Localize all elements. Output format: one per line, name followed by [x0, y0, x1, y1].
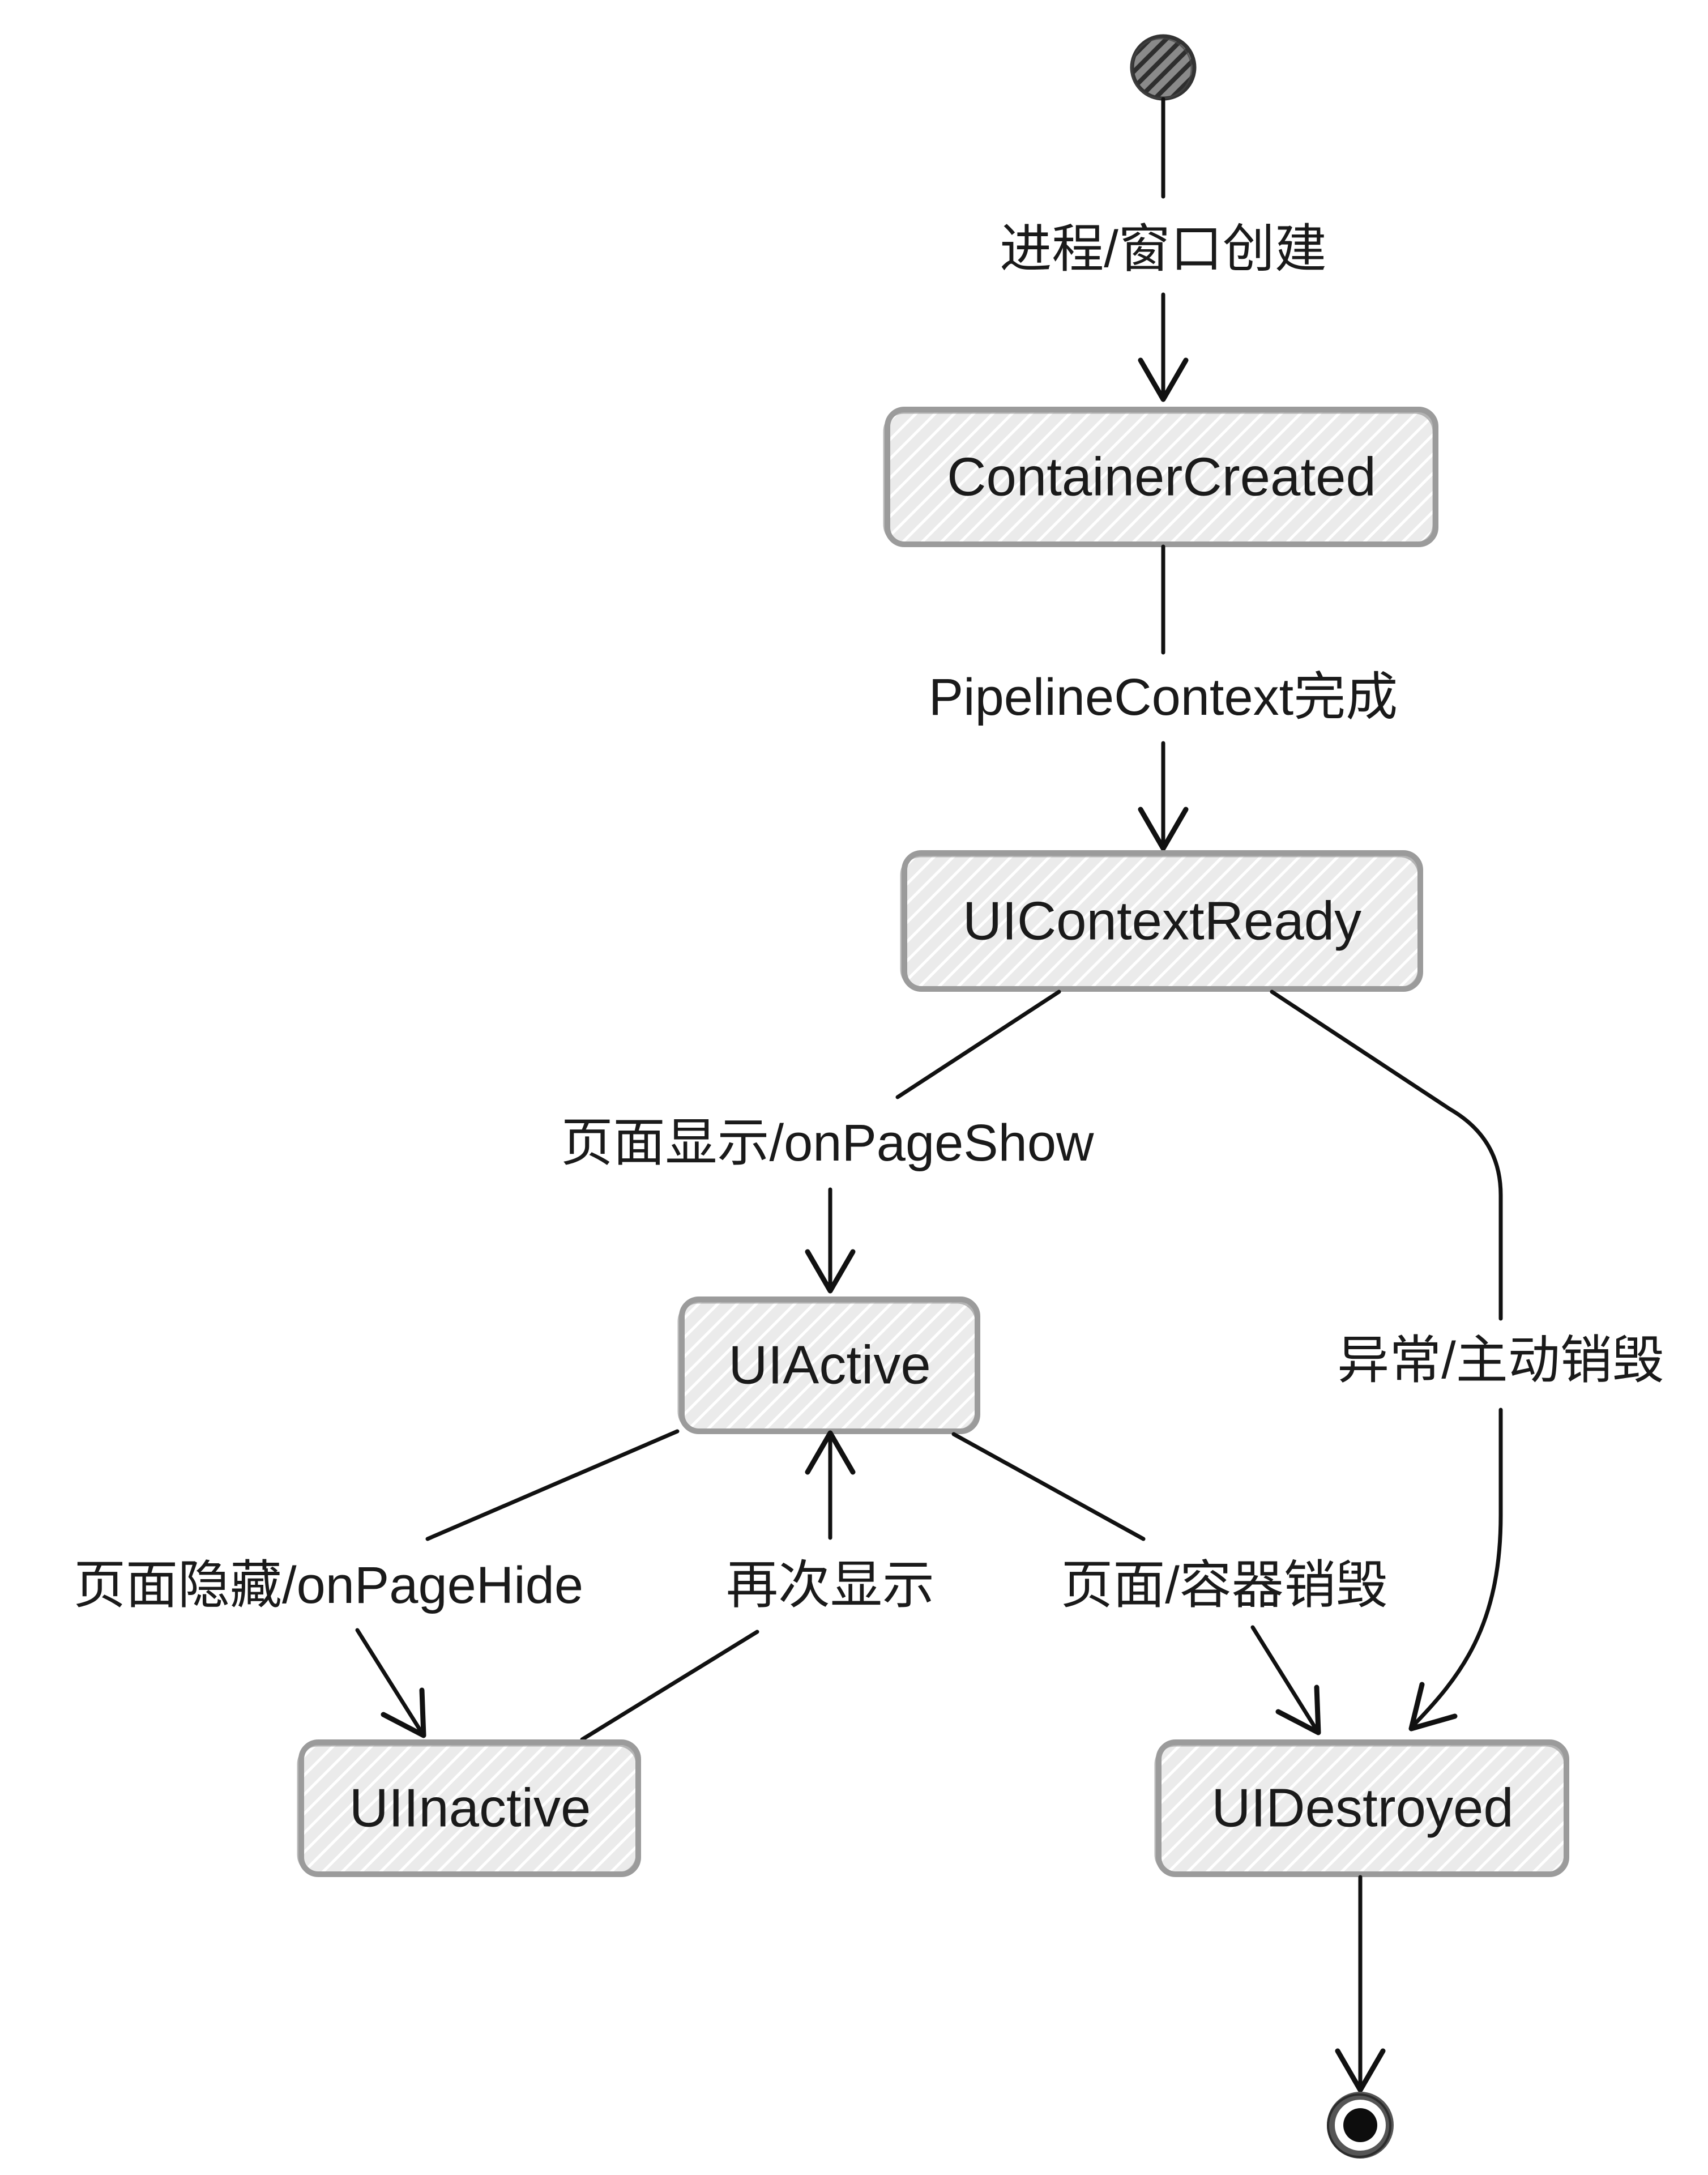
arrowhead [1335, 2048, 1386, 2093]
state-label: UIDestroyed [1211, 1778, 1514, 1839]
transition-line-abnormal-destroy [1270, 990, 1503, 1321]
transition-label-page-hide: 页面隐藏/onPageHide [74, 1556, 583, 1614]
arrowhead [1138, 357, 1189, 402]
transition-line-reshow [580, 1630, 759, 1742]
state-label: UIInactive [349, 1778, 591, 1839]
transition-label-page-show: 页面显示/onPageShow [561, 1114, 1094, 1172]
state-ui-destroyed: UIDestroyed [1154, 1739, 1569, 1877]
arrowhead [1408, 1682, 1458, 1732]
arrowhead [805, 1430, 856, 1475]
transition-label-create: 进程/窗口创建 [1000, 220, 1327, 278]
state-label: UIActive [728, 1335, 930, 1396]
arrowhead [1138, 807, 1189, 851]
final-state-node [1327, 2092, 1394, 2159]
state-label: UIContextReady [963, 891, 1361, 952]
transition-label-reshow: 再次显示 [726, 1556, 934, 1614]
state-ui-active: UIActive [677, 1297, 980, 1434]
arrowhead [805, 1249, 856, 1294]
transition-line-abnormal-destroy [1409, 1408, 1503, 1730]
initial-state-node [1130, 34, 1197, 101]
transition-label-container-destroy: 页面/容器销毁 [1061, 1556, 1388, 1614]
state-ui-inactive: UIInactive [297, 1739, 641, 1877]
transition-line-page-show [895, 990, 1061, 1099]
transition-label-abnormal-destroy: 异常/主动销毁 [1337, 1332, 1664, 1389]
transition-line-page-hide [355, 1628, 425, 1736]
state-container-created: ContainerCreated [883, 407, 1438, 547]
state-ui-context-ready: UIContextReady [900, 850, 1423, 992]
arrowhead [381, 1687, 426, 1738]
transition-line-page-hide [425, 1429, 680, 1541]
state-label: ContainerCreated [947, 447, 1376, 508]
transition-line-container-destroy [951, 1432, 1146, 1541]
arrowhead [1275, 1684, 1321, 1735]
transition-line-container-destroy [1250, 1625, 1320, 1733]
transition-label-pipeline-done: PipelineContext完成 [929, 668, 1398, 726]
